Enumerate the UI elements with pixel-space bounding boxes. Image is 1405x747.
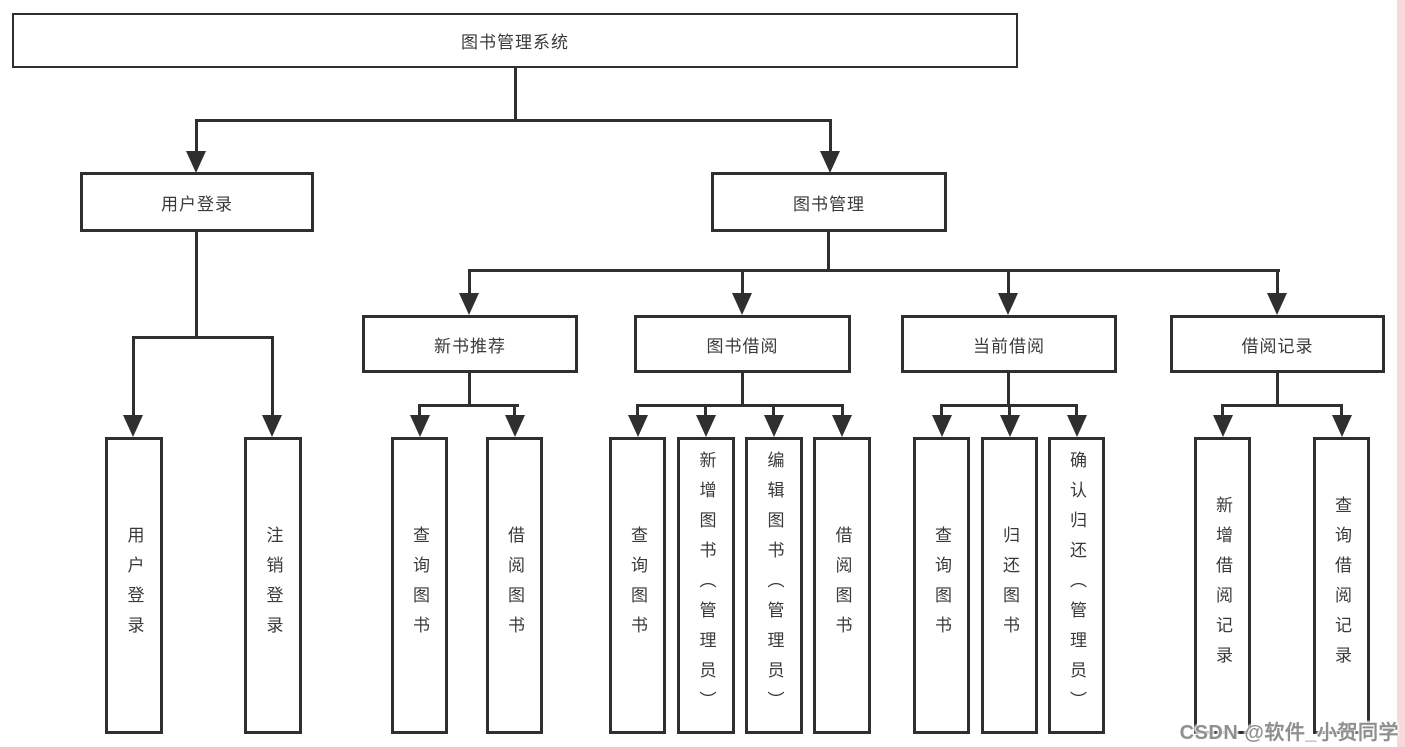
leaf-borrow-borrow-label: 借阅图书 [832, 525, 852, 646]
csdn-watermark: CSDN @软件_小贺同学 [1179, 722, 1399, 744]
connector [1007, 373, 1010, 407]
arrow-down-icon [932, 415, 952, 437]
leaf-logout-label: 注销登录 [263, 525, 283, 646]
arrow-down-icon [505, 415, 525, 437]
leaf-borrow-query: 查询图书 [609, 437, 666, 734]
connector [741, 269, 744, 297]
connector [513, 404, 516, 417]
connector [772, 404, 775, 417]
connector [704, 404, 707, 417]
node-book-borrow-label: 图书借阅 [706, 336, 779, 356]
leaf-record-query-label: 查询借阅记录 [1332, 495, 1351, 676]
node-root-label: 图书管理系统 [461, 33, 569, 52]
node-book-mgmt-label: 图书管理 [793, 194, 865, 214]
leaf-record-query: 查询借阅记录 [1313, 437, 1370, 734]
connector [195, 119, 198, 153]
arrow-down-icon [1067, 415, 1087, 437]
arrow-down-icon [459, 293, 479, 315]
node-book-mgmt: 图书管理 [711, 172, 947, 232]
connector [827, 232, 830, 272]
arrow-down-icon [1332, 415, 1352, 437]
leaf-record-add-label: 新增借阅记录 [1213, 495, 1232, 676]
arrow-down-icon [186, 151, 206, 173]
arrow-down-icon [820, 151, 840, 173]
connector [418, 404, 421, 417]
connector [1221, 404, 1224, 417]
leaf-record-add: 新增借阅记录 [1194, 437, 1251, 734]
node-new-book-label: 新书推荐 [434, 336, 506, 356]
arrow-down-icon [1267, 293, 1287, 315]
node-current-borrow: 当前借阅 [901, 315, 1117, 373]
leaf-current-confirm: 确认归还（管理员） [1048, 437, 1105, 734]
node-user-login: 用户登录 [80, 172, 314, 232]
leaf-user-login-label: 用户登录 [124, 525, 144, 646]
leaf-newbook-query: 查询图书 [391, 437, 448, 734]
connector [1008, 404, 1011, 417]
arrow-down-icon [123, 415, 143, 437]
node-borrow-record: 借阅记录 [1170, 315, 1385, 373]
page-edge-strip [1397, 0, 1405, 747]
leaf-user-login: 用户登录 [105, 437, 163, 734]
connector [1075, 404, 1078, 417]
leaf-borrow-add-label: 新增图书（管理员） [696, 450, 716, 721]
connector [636, 404, 639, 417]
leaf-current-query-label: 查询图书 [932, 525, 951, 646]
connector [514, 68, 517, 120]
connector [1007, 269, 1010, 297]
connector [468, 269, 1280, 272]
connector [1221, 404, 1343, 407]
leaf-current-return-label: 归还图书 [1000, 525, 1019, 646]
connector [468, 269, 471, 297]
connector [1276, 373, 1279, 407]
node-book-borrow: 图书借阅 [634, 315, 851, 373]
leaf-borrow-borrow: 借阅图书 [813, 437, 871, 734]
connector [271, 336, 274, 415]
arrow-down-icon [410, 415, 430, 437]
arrow-down-icon [1213, 415, 1233, 437]
arrow-down-icon [1000, 415, 1020, 437]
connector [195, 119, 832, 122]
connector [195, 232, 198, 339]
leaf-newbook-query-label: 查询图书 [410, 525, 429, 646]
connector [841, 404, 844, 417]
connector [418, 404, 519, 407]
connector [132, 336, 135, 415]
node-borrow-record-label: 借阅记录 [1241, 336, 1314, 356]
arrow-down-icon [764, 415, 784, 437]
connector [636, 404, 844, 407]
arrow-down-icon [696, 415, 716, 437]
arrow-down-icon [628, 415, 648, 437]
arrow-down-icon [732, 293, 752, 315]
leaf-newbook-borrow: 借阅图书 [486, 437, 543, 734]
node-new-book: 新书推荐 [362, 315, 578, 373]
leaf-borrow-query-label: 查询图书 [628, 525, 647, 646]
connector [1340, 404, 1343, 417]
leaf-borrow-edit: 编辑图书（管理员） [745, 437, 803, 734]
arrow-down-icon [998, 293, 1018, 315]
arrow-down-icon [262, 415, 282, 437]
node-current-borrow-label: 当前借阅 [973, 336, 1045, 356]
node-user-login-label: 用户登录 [161, 194, 233, 214]
arrow-down-icon [832, 415, 852, 437]
connector [1276, 269, 1279, 297]
connector [132, 336, 274, 339]
leaf-current-confirm-label: 确认归还（管理员） [1067, 450, 1086, 721]
leaf-current-query: 查询图书 [913, 437, 970, 734]
leaf-current-return: 归还图书 [981, 437, 1038, 734]
connector [940, 404, 943, 417]
leaf-borrow-add: 新增图书（管理员） [677, 437, 735, 734]
leaf-logout: 注销登录 [244, 437, 302, 734]
leaf-borrow-edit-label: 编辑图书（管理员） [764, 450, 784, 721]
connector [829, 119, 832, 153]
connector [468, 373, 471, 407]
node-root: 图书管理系统 [12, 13, 1018, 68]
connector [741, 373, 744, 407]
leaf-newbook-borrow-label: 借阅图书 [505, 525, 524, 646]
